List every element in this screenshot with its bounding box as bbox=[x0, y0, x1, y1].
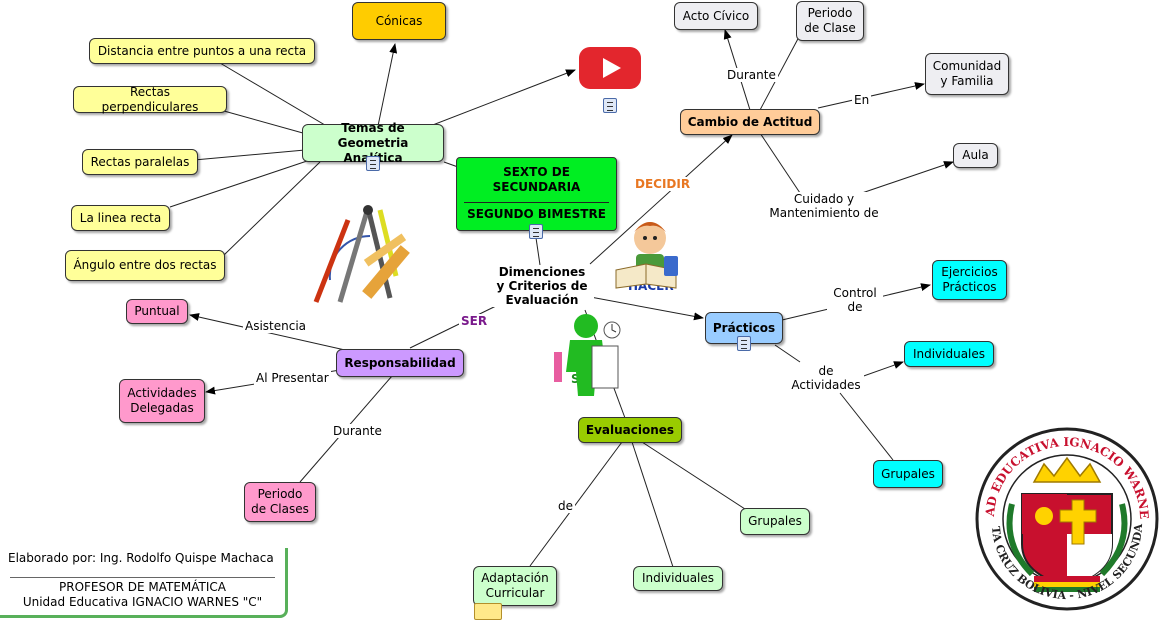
thinking-figure-icon bbox=[554, 314, 621, 396]
document-icon[interactable] bbox=[737, 336, 751, 351]
dimension-ser: SER bbox=[459, 314, 490, 328]
link-label-durante-bottom: Durante bbox=[331, 424, 384, 438]
link-label-cuidado: Cuidado y Mantenimiento de bbox=[764, 192, 884, 220]
node-puntual[interactable]: Puntual bbox=[126, 299, 188, 324]
link-label-control: Control de bbox=[827, 286, 883, 314]
link-label-durante-top: Durante bbox=[725, 68, 778, 82]
school-seal-icon: UNIDAD EDUCATIVA IGNACIO WARNES "C" SANT… bbox=[972, 424, 1159, 611]
node-linea-recta[interactable]: La linea recta bbox=[71, 205, 170, 231]
node-individuales-evaluaciones[interactable]: Individuales bbox=[633, 566, 723, 591]
node-grupales-practicos[interactable]: Grupales bbox=[873, 460, 943, 488]
note-icon[interactable] bbox=[474, 603, 502, 620]
link-label-en: En bbox=[852, 93, 872, 107]
node-evaluaciones[interactable]: Evaluaciones bbox=[578, 417, 682, 443]
author-line: Elaborado por: Ing. Rodolfo Quispe Macha… bbox=[8, 551, 274, 565]
document-icon[interactable] bbox=[366, 156, 380, 171]
node-temas-geometria[interactable]: Temas de Geometria Analítica bbox=[302, 121, 444, 165]
node-paralelas[interactable]: Rectas paralelas bbox=[82, 149, 198, 175]
author-credits: Elaborado por: Ing. Rodolfo Quispe Macha… bbox=[0, 548, 288, 618]
node-grupales-evaluaciones[interactable]: Grupales bbox=[740, 508, 810, 535]
node-aula[interactable]: Aula bbox=[953, 143, 998, 168]
dimension-decidir: DECIDIR bbox=[633, 177, 693, 191]
node-angulo[interactable]: Ángulo entre dos rectas bbox=[65, 250, 225, 281]
node-acto-civico[interactable]: Acto Cívico bbox=[674, 2, 758, 30]
link-label-asistencia: Asistencia bbox=[243, 319, 309, 333]
node-conicas[interactable]: Cónicas bbox=[352, 2, 446, 40]
drawing-tools-icon bbox=[313, 205, 410, 303]
node-ejercicios-practicos[interactable]: Ejercicios Prácticos bbox=[932, 260, 1007, 300]
central-divider bbox=[464, 202, 609, 203]
node-responsabilidad[interactable]: Responsabilidad bbox=[336, 349, 464, 377]
author-school: Unidad Educativa IGNACIO WARNES "C" bbox=[22, 595, 263, 609]
student-reading-icon bbox=[615, 222, 678, 289]
footer-divider bbox=[10, 577, 275, 578]
node-periodo-clase[interactable]: Periodo de Clase bbox=[796, 1, 864, 41]
link-label-al-presentar: Al Presentar bbox=[254, 371, 331, 385]
central-subtitle: SEGUNDO BIMESTRE bbox=[467, 207, 606, 221]
hub-label: Dimenciones y Criterios de Evaluación bbox=[490, 265, 594, 307]
youtube-icon[interactable] bbox=[578, 46, 642, 90]
node-individuales-practicos[interactable]: Individuales bbox=[904, 341, 994, 367]
central-title: SEXTO DE SECUNDARIA bbox=[492, 165, 581, 194]
node-actividades-delegadas[interactable]: Actividades Delegadas bbox=[119, 379, 205, 423]
central-node[interactable]: SEXTO DE SECUNDARIA SEGUNDO BIMESTRE bbox=[456, 157, 617, 231]
node-comunidad-familia[interactable]: Comunidad y Familia bbox=[925, 53, 1009, 95]
node-adaptacion-curricular[interactable]: Adaptación Curricular bbox=[473, 566, 557, 606]
link-label-de-actividades: de Actividades bbox=[788, 364, 864, 392]
node-perpendiculares[interactable]: Rectas perpendiculares bbox=[73, 85, 227, 114]
link-label-de: de bbox=[556, 499, 575, 513]
author-role: PROFESOR DE MATEMÁTICA bbox=[59, 580, 226, 594]
node-cambio-actitud[interactable]: Cambio de Actitud bbox=[680, 109, 820, 135]
node-periodo-clases[interactable]: Periodo de Clases bbox=[244, 482, 316, 522]
document-icon[interactable] bbox=[529, 224, 543, 239]
document-icon[interactable] bbox=[603, 98, 617, 113]
node-distancia[interactable]: Distancia entre puntos a una recta bbox=[89, 38, 315, 64]
